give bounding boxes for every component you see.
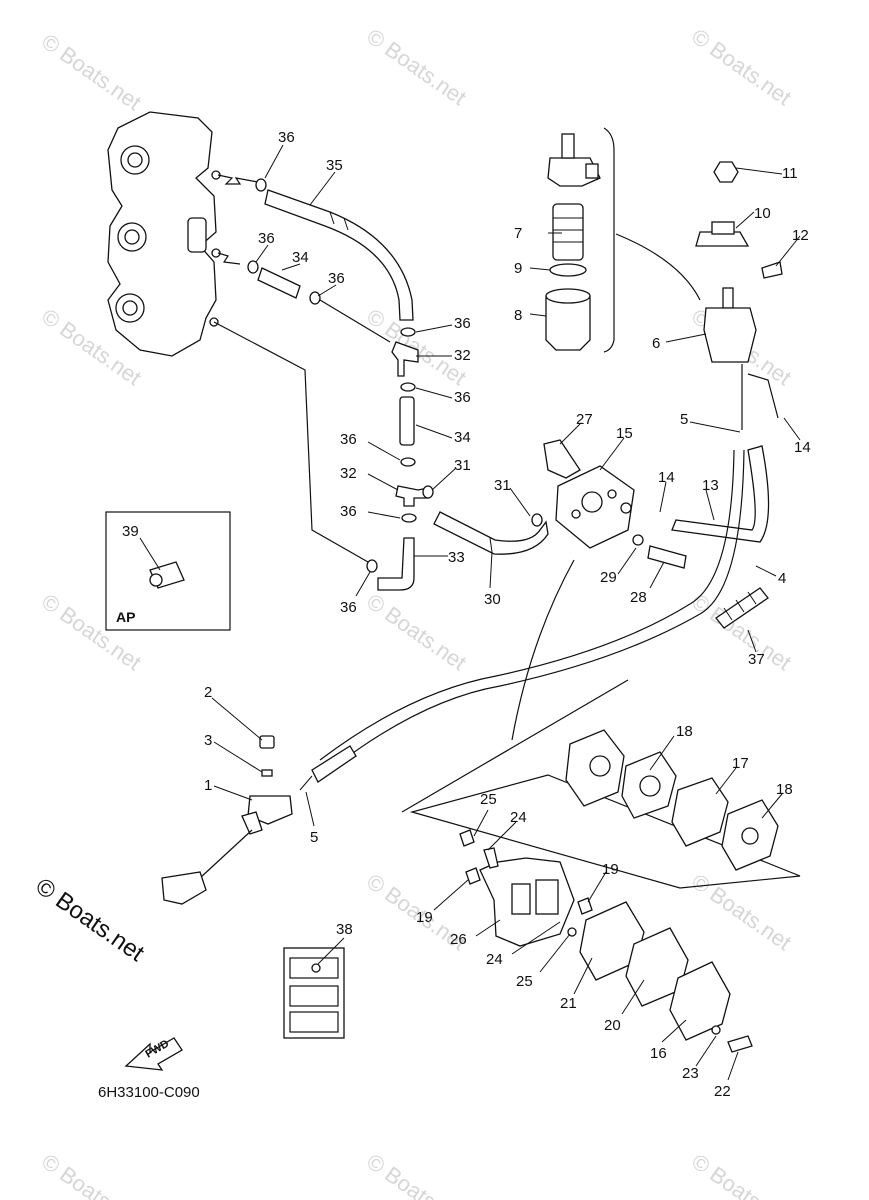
callout-14a: 14: [658, 469, 675, 486]
main-fuel-line: [311, 449, 769, 813]
callout-5a: 5: [680, 411, 688, 428]
callout-10: 10: [754, 205, 771, 222]
fwd-arrow-icon: FWD: [124, 1037, 183, 1071]
callout-17: 17: [732, 755, 749, 772]
callout-25b: 25: [516, 973, 533, 990]
callout-2: 2: [204, 684, 212, 701]
watermark: © Boats.net: [362, 589, 471, 676]
callout-24a: 24: [510, 809, 527, 826]
label-card: [283, 947, 345, 1039]
callout-36a: 36: [278, 129, 295, 146]
callout-22: 22: [714, 1083, 731, 1100]
callout-1: 1: [204, 777, 212, 794]
callout-30: 30: [484, 591, 501, 608]
fuel-filter-exploded: [545, 127, 615, 353]
callout-16: 16: [650, 1045, 667, 1062]
callout-15: 15: [616, 425, 633, 442]
callout-36h: 36: [340, 599, 357, 616]
callout-31a: 31: [454, 457, 471, 474]
callout-26: 26: [450, 931, 467, 948]
fuel-pump-exploded: [409, 729, 801, 1053]
callout-25a: 25: [480, 791, 497, 808]
callout-36g: 36: [340, 503, 357, 520]
callout-20: 20: [604, 1017, 621, 1034]
callout-36e: 36: [454, 389, 471, 406]
callout-3: 3: [204, 732, 212, 749]
fuel-filter-assembly: [615, 161, 783, 430]
callout-18b: 18: [776, 781, 793, 798]
callout-27: 27: [576, 411, 593, 428]
callout-12: 12: [792, 227, 809, 244]
callout-13: 13: [702, 477, 719, 494]
callout-14b: 14: [794, 439, 811, 456]
callout-11: 11: [782, 165, 798, 182]
callout-numbers: 1 2 3 4 5 5 6 7 8 9 10 11 12 13 14 14 15…: [122, 129, 811, 1100]
inset-label: AP: [116, 609, 135, 625]
callout-21: 21: [560, 995, 577, 1012]
fuel-connector: [161, 735, 313, 905]
callout-28: 28: [630, 589, 647, 606]
watermark: © Boats.net: [362, 1149, 471, 1200]
watermark: © Boats.net: [362, 24, 471, 111]
callout-6: 6: [652, 335, 660, 352]
callout-23: 23: [682, 1065, 699, 1082]
callout-31b: 31: [494, 477, 511, 494]
watermark: © Boats.net: [687, 1149, 796, 1200]
leader-lines: [139, 144, 801, 1081]
callout-36c: 36: [328, 270, 345, 287]
callout-36f: 36: [340, 431, 357, 448]
watermark: © Boats.net: [37, 589, 146, 676]
watermark: © Boats.net: [37, 29, 146, 116]
callout-34b: 34: [454, 429, 471, 446]
fuel-hoses-left: [213, 174, 549, 591]
side-logo: © Boats.net: [31, 873, 150, 967]
callout-36b: 36: [258, 230, 275, 247]
callout-39: 39: [122, 523, 139, 540]
callout-32b: 32: [340, 465, 357, 482]
callout-19b: 19: [416, 909, 433, 926]
callout-9: 9: [514, 260, 522, 277]
callout-5b: 5: [310, 829, 318, 846]
callout-7: 7: [514, 225, 522, 242]
callout-24b: 24: [486, 951, 503, 968]
watermark: © Boats.net: [37, 1149, 146, 1200]
diagram-code: 6H33100-C090: [98, 1084, 200, 1101]
watermark: © Boats.net: [687, 24, 796, 111]
callout-32a: 32: [454, 347, 471, 364]
callout-37: 37: [748, 651, 765, 668]
callout-29: 29: [600, 569, 617, 586]
callout-4: 4: [778, 570, 786, 587]
callout-34a: 34: [292, 249, 309, 266]
callout-33: 33: [448, 549, 465, 566]
callout-18a: 18: [676, 723, 693, 740]
callout-35: 35: [326, 157, 343, 174]
fuel-pump-assembly: [543, 439, 770, 569]
callout-8: 8: [514, 307, 522, 324]
callout-19a: 19: [602, 861, 619, 878]
carburetor-assembly: [107, 111, 221, 357]
callout-36d: 36: [454, 315, 471, 332]
hose-clips: [247, 178, 543, 573]
callout-38: 38: [336, 921, 353, 938]
